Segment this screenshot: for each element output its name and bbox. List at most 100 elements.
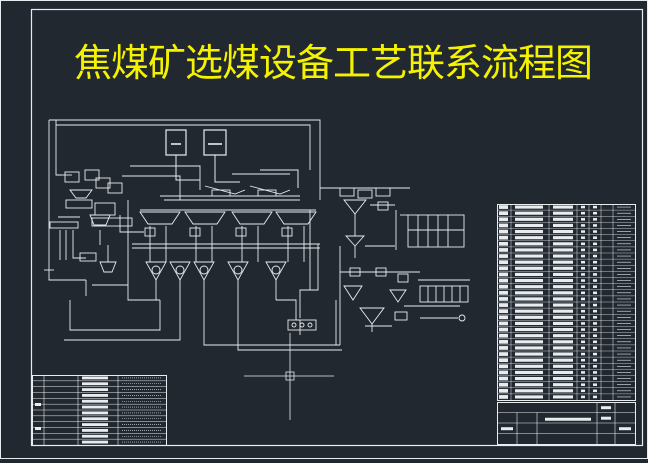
equipment-cell-text [499, 370, 508, 375]
equipment-cell-text [515, 297, 543, 301]
equipment-cell-text [593, 358, 597, 362]
equipment-cell-text [593, 242, 597, 246]
legend-cell-text [82, 434, 108, 438]
equipment-cell-text [593, 303, 597, 307]
equipment-cell-text [553, 272, 573, 276]
equipment-cell-text [499, 339, 508, 344]
equipment-cell-text [515, 352, 543, 356]
equipment-cell-text [515, 291, 543, 295]
equipment-cell-text [553, 279, 573, 283]
drawing-title: 焦煤矿选煤设备工艺联系流程图 [74, 41, 593, 85]
equipment-cell-text [553, 328, 573, 332]
equipment-cell-text [553, 370, 573, 374]
equipment-cell-text [499, 376, 508, 381]
equipment-cell-text [593, 230, 597, 233]
equipment-cell-text [499, 217, 508, 222]
equipment-cell-text [553, 321, 573, 325]
equipment-cell-text [581, 316, 585, 319]
legend-side-label [35, 427, 41, 430]
equipment-cell-text [553, 254, 573, 258]
equipment-cell-text [581, 224, 585, 227]
equipment-cell-text [515, 217, 543, 221]
equipment-cell-text [553, 230, 573, 234]
legend-cell-text [82, 388, 108, 391]
equipment-cell-text [581, 291, 585, 295]
equipment-cell-text [581, 389, 585, 393]
equipment-cell-text [593, 260, 597, 264]
equipment-cell-text [581, 236, 585, 239]
title-block-text [601, 406, 611, 410]
equipment-cell-text [499, 364, 508, 369]
equipment-cell-text [515, 303, 543, 307]
equipment-cell-text [515, 346, 543, 350]
equipment-cell-text [499, 223, 508, 228]
equipment-cell-text [515, 364, 543, 368]
equipment-cell-text [553, 334, 573, 338]
equipment-cell-text [515, 309, 543, 313]
equipment-cell-text [581, 395, 585, 399]
equipment-cell-text [515, 377, 543, 381]
equipment-cell-text [581, 254, 585, 258]
equipment-cell-text [581, 230, 585, 233]
equipment-cell-text [553, 309, 573, 313]
equipment-cell-text [499, 309, 508, 314]
equipment-cell-text [499, 205, 508, 209]
equipment-cell-text [553, 346, 573, 350]
equipment-cell-text [515, 260, 543, 264]
equipment-cell-text [593, 316, 597, 319]
equipment-cell-text [593, 365, 597, 368]
equipment-cell-text [581, 297, 585, 301]
equipment-cell-text [499, 272, 508, 277]
equipment-cell-text [581, 273, 585, 276]
title-block-text [601, 416, 611, 420]
equipment-cell-text [499, 333, 508, 338]
legend-cell-text [82, 411, 108, 415]
legend-table [32, 375, 167, 446]
equipment-cell-text [515, 242, 543, 246]
equipment-cell-text [515, 272, 543, 276]
equipment-cell-text [515, 254, 543, 258]
equipment-cell-text [593, 309, 597, 313]
equipment-cell-text [581, 365, 585, 368]
equipment-cell-text [515, 358, 543, 362]
equipment-cell-text [499, 303, 508, 307]
equipment-cell-text [593, 322, 597, 325]
equipment-table [497, 204, 636, 401]
equipment-cell-text [581, 260, 585, 264]
equipment-cell-text [499, 321, 508, 326]
equipment-cell-text [553, 291, 573, 295]
equipment-cell-text [515, 266, 543, 270]
title-block-text [619, 427, 631, 431]
equipment-cell-text [499, 284, 508, 289]
equipment-cell-text [499, 395, 508, 399]
equipment-cell-text [581, 340, 585, 344]
thickener-section [287, 267, 470, 345]
equipment-cell-text [515, 205, 543, 209]
equipment-cell-text [499, 266, 508, 271]
equipment-cell-text [581, 279, 585, 282]
equipment-cell-text [581, 218, 585, 221]
equipment-cell-text [553, 383, 573, 387]
equipment-cell-text [553, 223, 573, 227]
equipment-cell-text [515, 230, 543, 234]
title-block-text [501, 427, 513, 431]
equipment-cell-text [581, 205, 585, 209]
equipment-cell-text [553, 236, 573, 240]
equipment-cell-text [581, 346, 585, 350]
equipment-cell-text [581, 371, 585, 374]
equipment-cell-text [515, 370, 543, 374]
equipment-cell-text [515, 223, 543, 227]
equipment-cell-text [499, 229, 508, 234]
equipment-cell-text [593, 267, 597, 270]
equipment-cell-text [499, 254, 508, 258]
equipment-cell-text [499, 248, 508, 252]
equipment-cell-text [499, 352, 508, 356]
equipment-cell-text [499, 290, 508, 295]
equipment-cell-text [553, 205, 573, 209]
equipment-cell-text [581, 383, 585, 386]
equipment-cell-text [515, 328, 543, 332]
equipment-cell-text [581, 211, 585, 215]
equipment-cell-text [581, 285, 585, 288]
